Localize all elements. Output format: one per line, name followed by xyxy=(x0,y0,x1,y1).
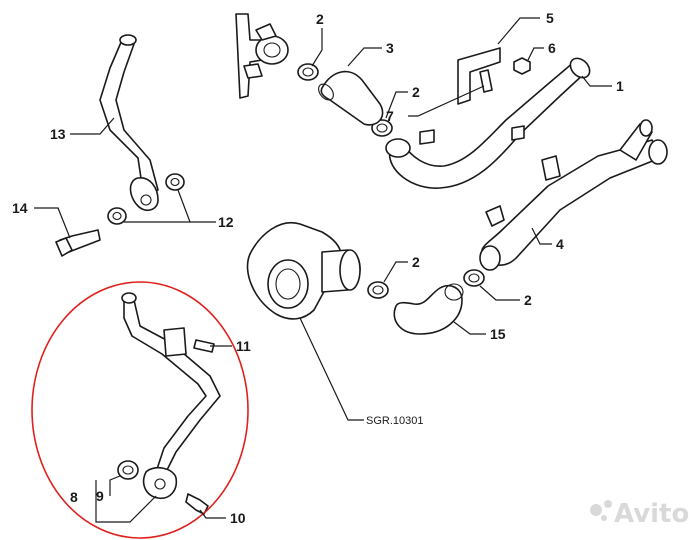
avito-watermark-text: Avito xyxy=(614,499,689,529)
callout-12: 12 xyxy=(218,214,234,230)
callout-1: 1 xyxy=(616,78,624,94)
part-1-pipe xyxy=(385,57,591,189)
part-8-tube xyxy=(121,292,221,500)
callout-7: 7 xyxy=(386,108,394,124)
callout-4: 4 xyxy=(556,236,564,252)
part-3-hose xyxy=(318,70,384,126)
part-13-tube xyxy=(99,34,159,212)
oil-cooler-housing xyxy=(246,221,361,320)
reference-label: SGR.10301 xyxy=(366,415,423,427)
part-10-bolt xyxy=(185,493,209,515)
part-2-clamp-c xyxy=(367,281,389,299)
callout-13: 13 xyxy=(50,126,66,142)
leader-lines xyxy=(34,17,612,523)
callout-2: 2 xyxy=(412,254,420,270)
callout-6: 6 xyxy=(548,40,556,56)
part-6-nut xyxy=(513,57,531,75)
part-9-washer xyxy=(117,460,139,480)
callout-labels: 1 2 2 2 2 3 4 5 6 7 8 9 10 11 12 13 14 1… xyxy=(12,10,624,526)
part-2-clamp-d xyxy=(463,269,485,287)
part-14-bolt xyxy=(55,229,101,257)
callout-2: 2 xyxy=(316,11,324,27)
callout-2: 2 xyxy=(524,292,532,308)
part-2-clamp-b xyxy=(371,119,393,137)
callout-14: 14 xyxy=(12,200,28,216)
callout-2: 2 xyxy=(412,84,420,100)
highlight-oval xyxy=(31,281,249,539)
callout-3: 3 xyxy=(386,40,394,56)
part-5-bracket xyxy=(457,47,501,105)
callout-8: 8 xyxy=(70,489,78,505)
callout-15: 15 xyxy=(490,326,506,342)
part-15-hose xyxy=(393,283,464,335)
thermostat-bracket xyxy=(235,13,289,99)
part-2-clamp-a xyxy=(297,63,319,81)
part-12-washers xyxy=(107,173,185,225)
callout-5: 5 xyxy=(546,10,554,26)
callout-11: 11 xyxy=(236,338,251,354)
avito-watermark: Avito xyxy=(590,499,689,529)
callout-9: 9 xyxy=(96,488,104,504)
part-11-bolt xyxy=(193,339,215,353)
part-7-bolt xyxy=(479,69,493,93)
part-4-pipe xyxy=(479,119,668,271)
callout-10: 10 xyxy=(230,510,246,526)
